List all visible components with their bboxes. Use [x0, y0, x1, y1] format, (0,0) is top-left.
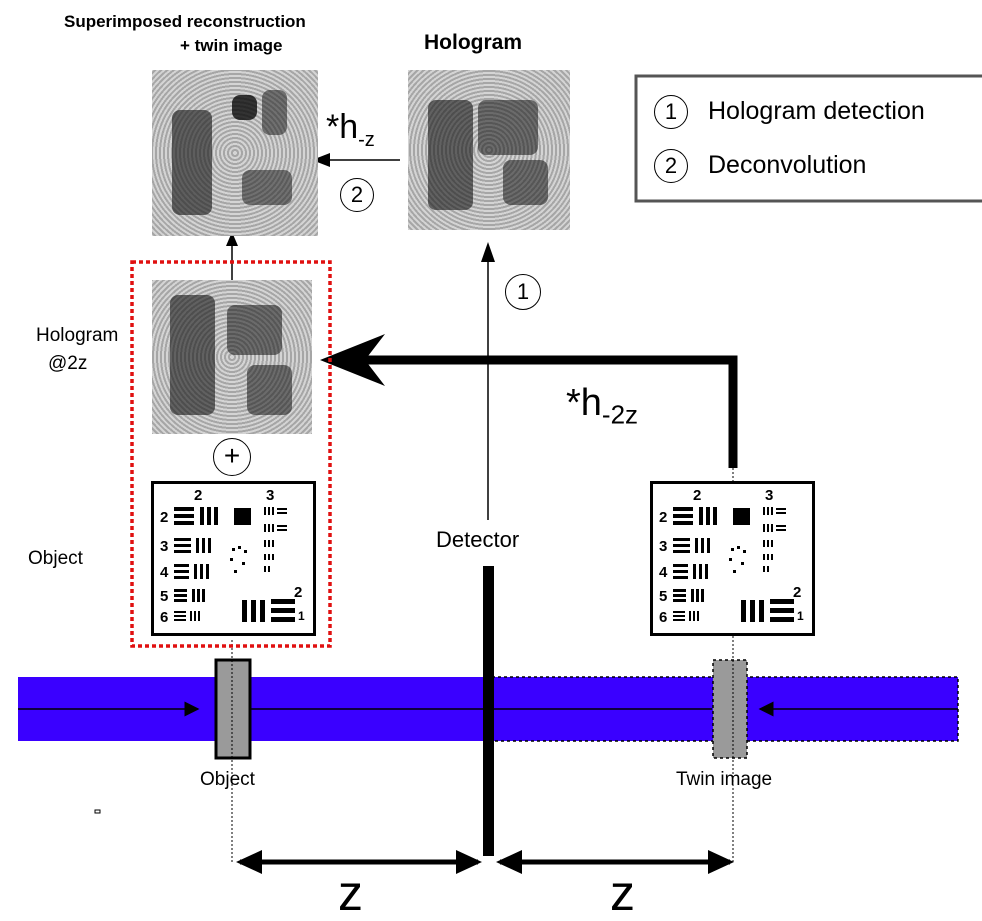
superimposed-title-line1: Superimposed reconstruction [64, 12, 306, 31]
h-neg-2z-label: *h-2z [566, 382, 639, 430]
sum-group-box [130, 260, 332, 648]
detector-bar [483, 566, 494, 856]
object-side-label: Object [28, 548, 83, 569]
hologram-title: Hologram [424, 31, 523, 54]
object-beam-label: Object [200, 769, 255, 790]
hologram-2z-label-line1: Hologram [36, 325, 119, 346]
step-2-circle: 2 [340, 178, 374, 212]
back-propagation-arrow [360, 355, 738, 468]
hologram-image [408, 70, 570, 230]
step-1-circle: 1 [505, 274, 541, 310]
twin-resolution-target: 2 3 2 3 4 5 6 2 1 [650, 481, 815, 636]
object-slab [214, 658, 252, 760]
plus-circle: + [213, 438, 251, 476]
legend-hologram-detection: Hologram detection [708, 97, 925, 125]
superimposed-reconstruction-image [152, 70, 318, 236]
hologram-2z-label-line2: @2z [48, 353, 88, 374]
twin-image-slab [712, 659, 748, 759]
h-neg-z-label: *h-z [326, 108, 375, 151]
distance-z-left: z [338, 865, 363, 921]
object-resolution-target: 2 3 2 3 4 5 6 2 1 [151, 481, 316, 636]
detector-label: Detector [436, 527, 520, 552]
hologram-2z-image [152, 280, 312, 434]
distance-z-right: z [610, 865, 635, 921]
legend-step-1-circle: 1 [654, 95, 688, 129]
legend-box [634, 74, 982, 203]
superimposed-title-line2: + twin image [180, 36, 283, 55]
legend-deconvolution: Deconvolution [708, 151, 867, 179]
legend-step-2-circle: 2 [654, 149, 688, 183]
twin-image-label: Twin image [676, 769, 773, 790]
